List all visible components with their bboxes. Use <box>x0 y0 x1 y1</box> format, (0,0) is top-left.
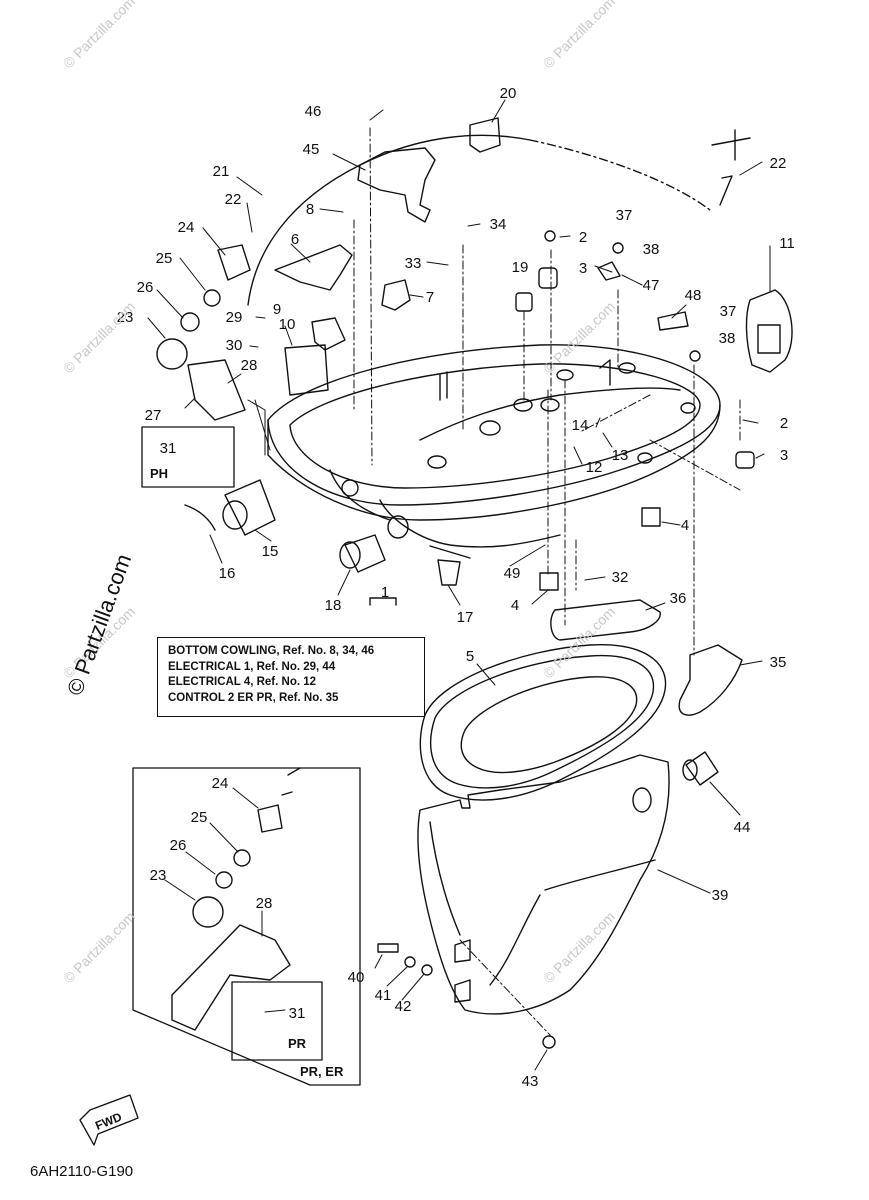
bottom-cowling-tray <box>267 344 721 506</box>
part-11 <box>745 289 793 373</box>
lower-case <box>417 754 670 1015</box>
part-23 <box>156 338 188 370</box>
reference-line: CONTROL 2 ER PR, Ref. No. 35 <box>168 691 339 704</box>
bracket-36 <box>550 599 661 641</box>
callout-3: 3 <box>780 447 788 464</box>
pr-variant-box <box>231 981 323 1061</box>
callout-9: 9 <box>273 301 281 318</box>
callout-5: 5 <box>466 648 474 665</box>
callout-41: 41 <box>375 987 392 1004</box>
callout-25: 25 <box>156 250 173 267</box>
fwd-arrow <box>79 1094 139 1146</box>
bracket-35 <box>678 644 743 716</box>
pr-er-tag: PR, ER <box>300 1064 344 1079</box>
callout-39: 39 <box>712 887 729 904</box>
part-9 <box>311 317 346 351</box>
callout-4: 4 <box>511 597 519 614</box>
part-15 <box>224 479 276 536</box>
callout-32: 32 <box>612 569 629 586</box>
part-45 <box>357 147 436 223</box>
callout-1: 1 <box>381 584 389 601</box>
part-26 <box>180 312 200 332</box>
part-24 <box>217 244 251 281</box>
callout-4: 4 <box>681 517 689 534</box>
callout-2: 2 <box>579 229 587 246</box>
reference-box: BOTTOM COWLING, Ref. No. 8, 34, 46 ELECT… <box>157 637 425 717</box>
part-6 <box>274 244 353 291</box>
callout-18: 18 <box>325 597 342 614</box>
gasket <box>419 643 667 801</box>
reference-line: BOTTOM COWLING, Ref. No. 8, 34, 46 <box>168 645 375 657</box>
callout-36: 36 <box>670 590 687 607</box>
reference-line: ELECTRICAL 1, Ref. No. 29, 44 <box>168 660 336 673</box>
callout-24: 24 <box>212 775 229 792</box>
callout-2: 2 <box>780 415 788 432</box>
callout-16: 16 <box>219 565 236 582</box>
callout-34: 34 <box>490 216 507 233</box>
callout-14: 14 <box>572 417 589 434</box>
callout-28: 28 <box>241 357 258 374</box>
pr-er-variant-box <box>132 767 361 1086</box>
callout-31: 31 <box>289 1005 306 1022</box>
part-16 <box>184 504 216 531</box>
callout-3: 3 <box>579 260 587 277</box>
reference-line: ELECTRICAL 4, Ref. No. 12 <box>168 676 317 688</box>
part-18 <box>344 534 386 573</box>
part-10 <box>284 344 329 396</box>
callout-28: 28 <box>256 895 273 912</box>
callout-22: 22 <box>770 155 787 172</box>
callout-17: 17 <box>457 609 474 626</box>
callout-22: 22 <box>225 191 242 208</box>
callout-19: 19 <box>512 259 529 276</box>
callout-49: 49 <box>504 565 521 582</box>
callout-21: 21 <box>213 163 230 180</box>
diagram-code: 6AH2110-G190 <box>30 1163 134 1180</box>
callout-33: 33 <box>405 255 422 272</box>
callout-24: 24 <box>178 219 195 236</box>
callout-26: 26 <box>170 837 187 854</box>
callout-29: 29 <box>226 309 243 326</box>
part-44 <box>685 751 719 786</box>
callout-35: 35 <box>770 654 787 671</box>
callout-37: 37 <box>616 207 633 224</box>
callout-11: 11 <box>779 235 795 252</box>
callout-40: 40 <box>348 969 365 986</box>
callout-31: 31 <box>160 440 177 457</box>
part-7 <box>381 279 411 311</box>
ph-tag: PH <box>150 466 169 481</box>
part-27 <box>187 359 246 421</box>
callout-15: 15 <box>262 543 279 560</box>
callout-47: 47 <box>643 277 660 294</box>
callout-23: 23 <box>150 867 167 884</box>
callout-37: 37 <box>720 303 737 320</box>
callout-30: 30 <box>226 337 243 354</box>
callout-38: 38 <box>643 241 660 258</box>
callout-8: 8 <box>306 201 314 218</box>
callout-27: 27 <box>145 407 162 424</box>
callout-42: 42 <box>395 998 412 1015</box>
callout-13: 13 <box>612 447 629 464</box>
callout-25: 25 <box>191 809 208 826</box>
callout-23: 23 <box>117 309 134 326</box>
pr-tag: PR <box>288 1036 307 1051</box>
callout-44: 44 <box>734 819 751 836</box>
callout-46: 46 <box>305 103 322 120</box>
callout-10: 10 <box>279 316 296 333</box>
callout-45: 45 <box>303 141 320 158</box>
part-25 <box>203 289 221 307</box>
ph-variant-box <box>141 426 235 488</box>
callout-48: 48 <box>685 287 702 304</box>
callout-20: 20 <box>500 85 517 102</box>
callout-6: 6 <box>291 231 299 248</box>
callout-43: 43 <box>522 1073 539 1090</box>
callout-38: 38 <box>719 330 736 347</box>
callout-26: 26 <box>137 279 154 296</box>
callout-7: 7 <box>426 289 434 306</box>
callout-12: 12 <box>586 459 603 476</box>
